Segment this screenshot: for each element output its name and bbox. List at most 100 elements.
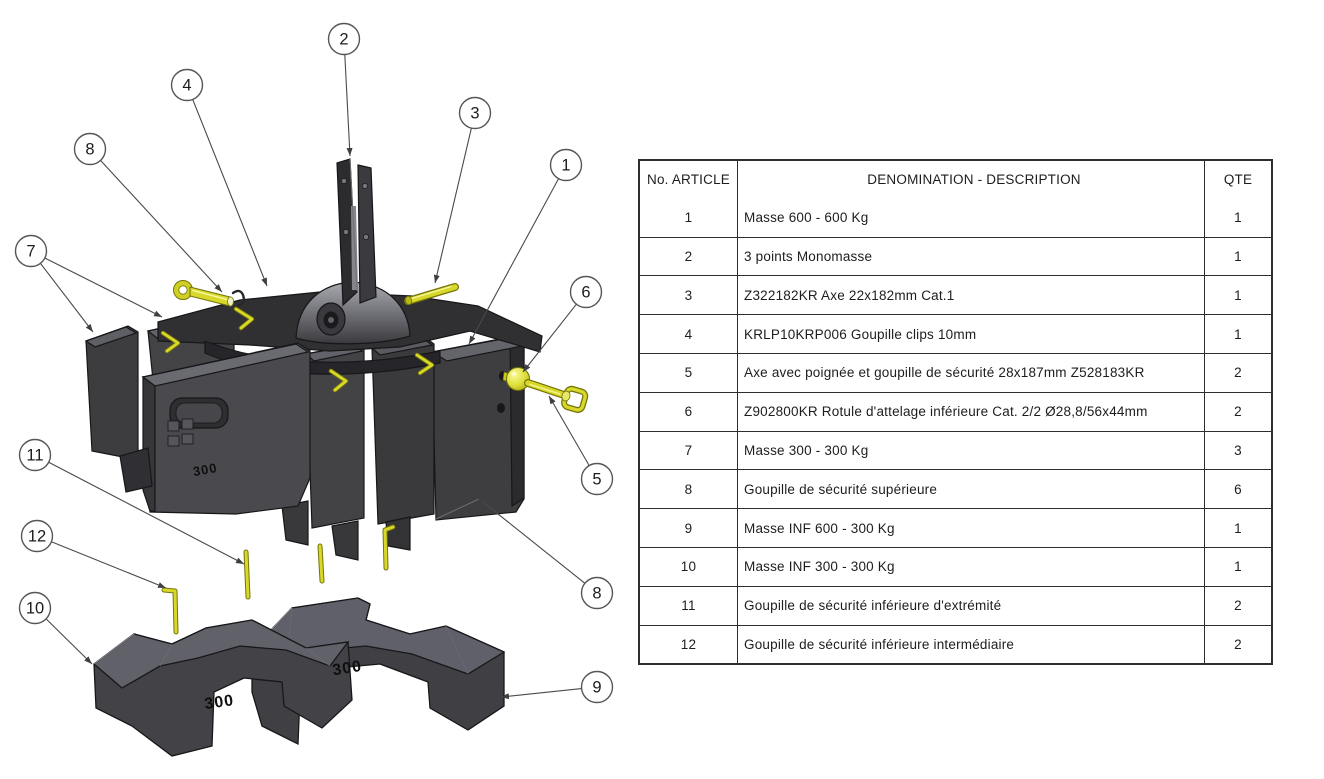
art-shape <box>329 369 348 392</box>
art-shape <box>159 643 173 667</box>
leader-line-2 <box>344 54 353 157</box>
row-article-no: 7 <box>684 442 693 458</box>
art-shape <box>509 336 525 508</box>
balloon-number: 7 <box>26 243 35 261</box>
mass-300-front <box>142 342 311 515</box>
art-shape <box>175 402 223 424</box>
goupille-inferieure <box>161 524 396 635</box>
row-article-no: 12 <box>680 636 697 652</box>
balloon-3 <box>458 96 492 130</box>
balloon-1 <box>549 148 583 182</box>
art-shape <box>404 295 413 306</box>
art-shape <box>167 435 180 447</box>
art-shape <box>162 588 178 634</box>
balloon-number: 6 <box>581 284 590 302</box>
balloon-number: 3 <box>470 105 479 123</box>
art-shape <box>119 447 153 493</box>
weight-marking-300: 300 <box>203 692 235 713</box>
row-qty: 1 <box>1234 210 1242 226</box>
leader-line-6 <box>522 303 577 373</box>
balloon-6 <box>569 275 603 309</box>
row-description: Z902800KR Rotule d'attelage inférieure C… <box>737 392 1205 431</box>
leader-line-5 <box>548 395 590 466</box>
art-shape <box>415 353 434 375</box>
art-shape <box>192 289 228 301</box>
balloon-number: 12 <box>28 528 46 546</box>
art-shape <box>181 433 194 445</box>
leader-line-8 <box>477 497 586 584</box>
art-shape <box>142 375 156 512</box>
balloon-5 <box>580 462 614 496</box>
row-description: Goupille de sécurité inférieure interméd… <box>737 625 1205 664</box>
column-header-article: No. ARTICLE <box>647 172 730 188</box>
balloon-number: 10 <box>26 600 44 618</box>
balloon-10 <box>18 591 52 625</box>
table-row: 12 Goupille de sécurité inférieure interm… <box>640 624 1271 664</box>
art-shape <box>244 550 250 599</box>
leader-line-7 <box>39 262 94 333</box>
balloon-number: 4 <box>182 77 191 95</box>
balloon-number: 11 <box>26 447 43 465</box>
row-description: Masse INF 300 - 300 Kg <box>737 547 1205 586</box>
art-shape <box>529 383 561 395</box>
art-shape <box>328 317 334 323</box>
row-article-no: 3 <box>684 287 693 303</box>
balloon-number: 2 <box>339 31 348 49</box>
art-shape <box>227 296 234 307</box>
art-shape <box>385 516 411 551</box>
row-qty: 2 <box>1234 365 1242 381</box>
balloon-number: 5 <box>592 471 601 489</box>
leader-line-8 <box>100 160 223 293</box>
art-shape <box>93 633 135 665</box>
leader-line-3 <box>433 127 472 284</box>
row-description: Axe avec poignée et goupille de sécurité… <box>737 353 1205 392</box>
art-shape <box>435 498 480 520</box>
balloon-number: 8 <box>85 141 94 159</box>
leader-line-1 <box>468 178 560 345</box>
table-row: 5 Axe avec poignée et goupille de sécurit… <box>640 352 1271 392</box>
art-shape <box>497 403 505 413</box>
art-shape <box>331 520 359 561</box>
weight-marking-300: 300 <box>331 658 363 679</box>
balloon-2 <box>327 22 361 56</box>
balloon-8 <box>580 576 614 610</box>
row-description: Goupille de sécurité inférieure d'extrém… <box>737 586 1205 625</box>
row-article-no: 5 <box>684 365 693 381</box>
column-header-qty: QTE <box>1223 172 1253 188</box>
leader-line-4 <box>192 99 268 287</box>
art-shape <box>343 229 349 235</box>
row-qty: 1 <box>1234 326 1242 342</box>
row-article-no: 1 <box>684 210 693 226</box>
goupille-superieure <box>160 306 435 393</box>
leader-line-7 <box>44 257 163 318</box>
row-description: KRLP10KRP006 Goupille clips 10mm <box>737 315 1205 353</box>
leader-line-10 <box>45 618 93 665</box>
goupille-clips <box>231 289 246 308</box>
row-article-no: 11 <box>681 598 696 614</box>
row-article-no: 4 <box>684 326 693 342</box>
art-shape <box>161 331 180 353</box>
art-shape <box>92 619 350 689</box>
row-qty: 3 <box>1234 442 1242 458</box>
bom-table: No. ARTICLE DENOMINATION - DESCRIPTION Q… <box>638 159 1273 666</box>
balloon-number: 1 <box>561 157 570 175</box>
rotule-ball <box>506 367 530 391</box>
art-shape <box>178 285 188 295</box>
art-shape <box>363 234 369 240</box>
leader-line-9 <box>500 688 582 700</box>
balloon-number: 8 <box>592 585 601 603</box>
row-article-no: 2 <box>684 248 693 264</box>
art-shape <box>341 178 347 184</box>
column-header-description: DENOMINATION - DESCRIPTION <box>737 161 1205 199</box>
art-shape <box>511 371 517 377</box>
